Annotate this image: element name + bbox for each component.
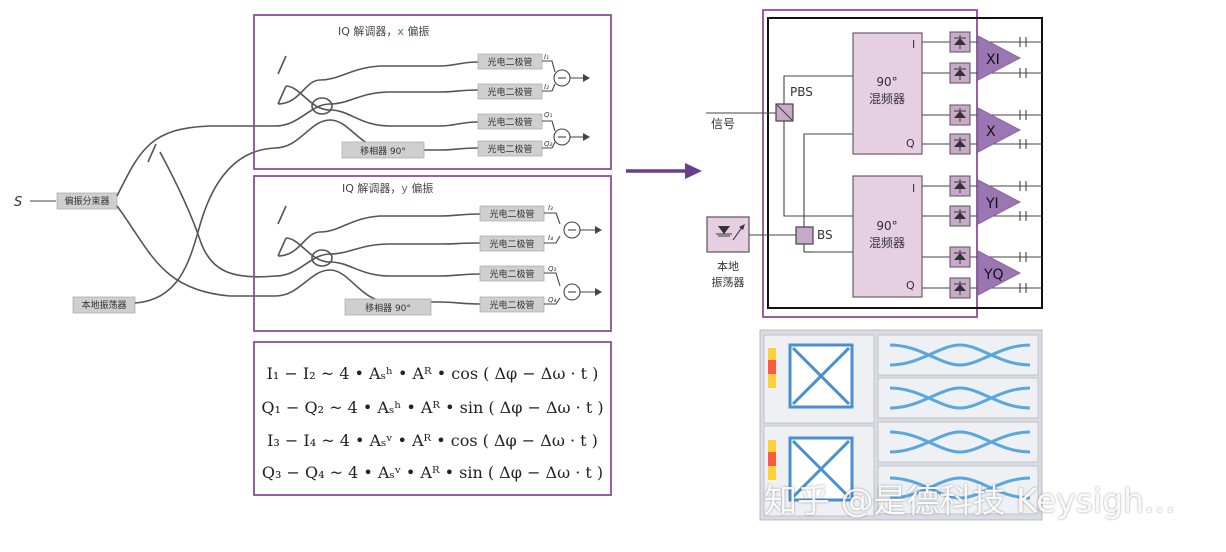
eye-diagram-4 bbox=[889, 476, 1031, 500]
equation-4: Q₃ − Q₄ ~ 4 • Aₛᵛ • Aᴿ • sin ( Δφ − Δω ·… bbox=[261, 463, 604, 482]
iq-demodulator-y-frame bbox=[253, 175, 612, 332]
iq-y-phase-shifter-box bbox=[344, 298, 432, 316]
iq-y-pd-2: 光电二极管 bbox=[489, 238, 534, 250]
iq-x-out-1: I₁ bbox=[544, 53, 549, 61]
wire-lo-x bbox=[134, 147, 276, 304]
iq-x-pd-2: 光电二极管 bbox=[487, 86, 532, 98]
receiver-photodiodes bbox=[949, 31, 971, 299]
local-oscillator-box bbox=[72, 296, 136, 314]
iq-x-phase-shifter-box bbox=[341, 141, 425, 159]
iq-x-phase-shifter: 移相器 90° bbox=[360, 145, 406, 157]
polarization-splitter-label: 偏振分束器 bbox=[64, 195, 109, 207]
equations-frame bbox=[253, 341, 612, 496]
mixer-top bbox=[852, 32, 923, 155]
wire-x-signal bbox=[116, 125, 275, 197]
iq-y-phase-shifter: 移相器 90° bbox=[365, 302, 411, 314]
watermark: 知乎 @是德科技 Keysigh... bbox=[764, 481, 1176, 520]
iq-x-photodiodes bbox=[477, 53, 543, 157]
mixer-bottom-port-i: I bbox=[912, 182, 915, 195]
amp-x-label: X bbox=[986, 124, 996, 140]
bs-to-mixer-top bbox=[803, 133, 853, 227]
iq-y-pd-3: 光电二极管 bbox=[489, 268, 534, 280]
iq-x-out-2: I₂ bbox=[544, 83, 549, 91]
iq-x-out-4: Q₂ bbox=[544, 140, 553, 148]
iq-y-pd-4: 光电二极管 bbox=[489, 299, 534, 311]
iq-y-out-1: I₃ bbox=[548, 204, 553, 212]
lo-label-line1: 本地 bbox=[717, 259, 739, 273]
bs-label: BS bbox=[817, 228, 833, 242]
eye-diagram-1 bbox=[889, 343, 1031, 367]
polarization-splitter-box bbox=[56, 192, 118, 210]
eye-diagram-2 bbox=[889, 386, 1031, 410]
iq-x-subtractors bbox=[542, 60, 590, 149]
wire-stub bbox=[147, 143, 157, 163]
equation-1: I₁ − I₂ ~ 4 • Aₛʰ • Aᴿ • cos ( Δφ − Δω ·… bbox=[266, 364, 599, 383]
mixer-top-port-i: I bbox=[912, 38, 915, 51]
receiver-purple-frame bbox=[762, 9, 978, 318]
pbs-to-mixer-top bbox=[783, 75, 853, 104]
mixer-top-line1: 90° bbox=[876, 75, 897, 89]
equation-2: Q₁ − Q₂ ~ 4 • Aₛʰ • Aᴿ • sin ( Δφ − Δω ·… bbox=[261, 398, 604, 417]
pbs-diagonal bbox=[776, 104, 793, 121]
amp-yi bbox=[977, 179, 1022, 225]
iq-x-pd-1: 光电二极管 bbox=[487, 56, 532, 68]
receiver-wiring bbox=[922, 37, 1042, 293]
wire-y-signal bbox=[116, 205, 275, 297]
iq-y-photodiodes bbox=[479, 205, 545, 313]
iq-y-pd-1: 光电二极管 bbox=[489, 208, 534, 220]
local-oscillator-label: 本地振荡器 bbox=[81, 299, 126, 311]
iq-y-out-3: Q₃ bbox=[548, 265, 557, 273]
mixer-bottom-port-q: Q bbox=[906, 279, 915, 292]
amp-yi-label: YI bbox=[985, 196, 999, 212]
iq-x-pd-3: 光电二极管 bbox=[487, 116, 532, 128]
iq-y-couplers bbox=[274, 205, 481, 305]
pbs-to-mixer-bottom bbox=[783, 121, 853, 217]
oscilloscope-display bbox=[759, 329, 1043, 521]
signal-label: 信号 bbox=[711, 117, 735, 131]
amp-xi bbox=[977, 35, 1022, 81]
mixer-bottom-line1: 90° bbox=[876, 219, 897, 233]
iq-x-out-3: Q₁ bbox=[544, 111, 553, 119]
wire-lo-y bbox=[159, 151, 276, 278]
laser-icon bbox=[716, 224, 745, 241]
iq-demodulator-x-frame bbox=[253, 14, 612, 170]
mixer-bottom-line2: 混频器 bbox=[869, 236, 905, 250]
amp-yq-label: YQ bbox=[983, 267, 1004, 283]
bs-box bbox=[795, 226, 814, 245]
amp-yq bbox=[977, 250, 1022, 296]
iq-y-title: IQ 解调器，y 偏振 bbox=[342, 181, 433, 195]
input-label: S bbox=[14, 195, 22, 210]
iq-y-subtractors bbox=[544, 212, 602, 305]
iq-y-out-4: Q₄ bbox=[548, 296, 557, 304]
equations-panel: I₁ − I₂ ~ 4 • Aₛʰ • Aᴿ • cos ( Δφ − Δω ·… bbox=[254, 342, 611, 495]
lo-label-line2: 振荡器 bbox=[712, 275, 745, 289]
pbs-label: PBS bbox=[790, 85, 813, 99]
receiver-outer-frame bbox=[767, 17, 1043, 309]
mixer-bottom bbox=[852, 175, 923, 298]
iq-x-pd-4: 光电二极管 bbox=[487, 143, 532, 155]
iq-y-out-2: I₄ bbox=[548, 234, 553, 242]
amp-xi-label: XI bbox=[986, 52, 1000, 68]
mixer-top-port-q: Q bbox=[906, 137, 915, 150]
mixer-top-line2: 混频器 bbox=[869, 92, 905, 106]
iq-x-title: IQ 解调器，x 偏振 bbox=[338, 24, 429, 38]
amp-x bbox=[977, 107, 1022, 153]
iq-x-couplers bbox=[274, 55, 479, 151]
equation-3: I₃ − I₄ ~ 4 • Aₛᵛ • Aᴿ • cos ( Δφ − Δω ·… bbox=[267, 431, 598, 450]
transition-arrow-head bbox=[685, 163, 702, 179]
eye-diagram-3 bbox=[889, 430, 1031, 454]
